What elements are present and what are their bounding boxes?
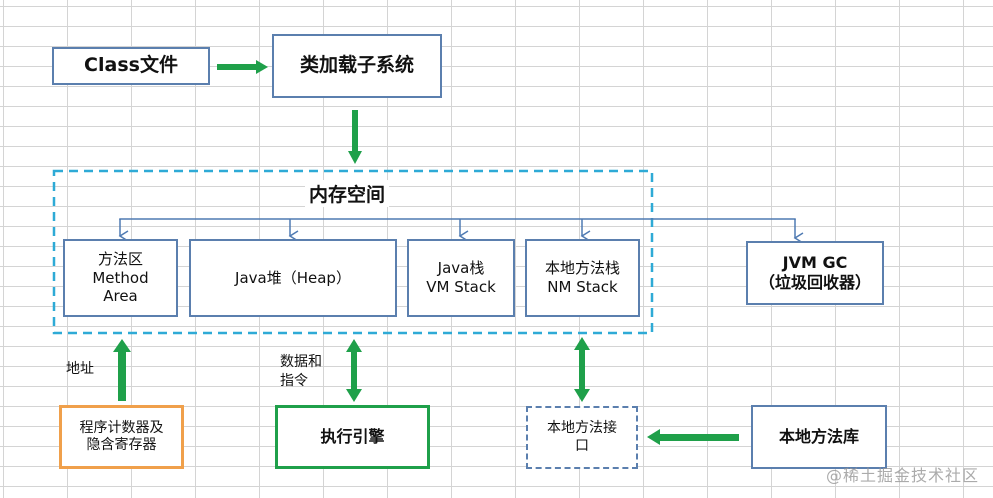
pc-register-box: 程序计数器及 隐含寄存器: [59, 405, 184, 469]
method-area-line3: Area: [103, 287, 138, 306]
arrow-engine-memory-bidirectional: [346, 339, 362, 402]
arrow-pc-to-method-area: [113, 339, 131, 401]
class-loader-box: 类加载子系统: [272, 34, 442, 98]
execution-engine-box: 执行引擎: [275, 405, 430, 469]
data-instructions-label: 数据和 指令: [280, 353, 322, 391]
nm-stack-box: 本地方法栈 NM Stack: [525, 239, 640, 317]
nm-stack-line2: NM Stack: [547, 278, 618, 296]
native-library-label: 本地方法库: [778, 427, 859, 446]
method-area-box: 方法区 Method Area: [63, 239, 178, 317]
nm-stack-line1: 本地方法栈: [544, 259, 620, 278]
vm-stack-box: Java栈 VM Stack: [407, 239, 515, 317]
address-label: 地址: [66, 361, 94, 377]
vm-stack-line1: Java栈: [437, 259, 485, 278]
arrow-native-iface-memory-bidirectional: [574, 337, 590, 402]
pc-register-line2: 隐含寄存器: [86, 437, 157, 453]
arrow-loader-to-memory: [348, 110, 362, 164]
native-library-box: 本地方法库: [751, 405, 887, 469]
arrow-classfile-to-loader: [217, 60, 268, 74]
heap-box: Java堆（Heap）: [189, 239, 397, 317]
class-loader-label: 类加载子系统: [299, 54, 414, 77]
class-file-label: Class文件: [84, 54, 178, 77]
native-interface-line2: 口: [575, 437, 589, 454]
jvm-gc-box: JVM GC （垃圾回收器）: [746, 241, 884, 305]
heap-label: Java堆（Heap）: [235, 268, 351, 287]
arrow-native-lib-to-iface: [647, 429, 739, 445]
method-area-line1: 方法区: [97, 249, 143, 268]
class-file-box: Class文件: [52, 47, 210, 85]
watermark: @稀土掘金技术社区: [825, 466, 979, 485]
native-interface-box: 本地方法接 口: [526, 406, 638, 469]
jvm-gc-line2: （垃圾回收器）: [758, 273, 871, 292]
memory-space-title: 内存空间: [305, 180, 390, 207]
method-area-line2: Method: [92, 268, 149, 287]
pc-register-line1: 程序计数器及: [79, 419, 164, 436]
native-interface-line1: 本地方法接: [547, 420, 617, 436]
data-instructions-line1: 数据和: [280, 354, 322, 370]
execution-engine-label: 执行引擎: [320, 427, 385, 446]
vm-stack-line2: VM Stack: [426, 278, 496, 296]
distribution-line: [119, 218, 796, 220]
data-instructions-line2: 指令: [280, 372, 308, 389]
jvm-gc-line1: JVM GC: [782, 253, 848, 272]
